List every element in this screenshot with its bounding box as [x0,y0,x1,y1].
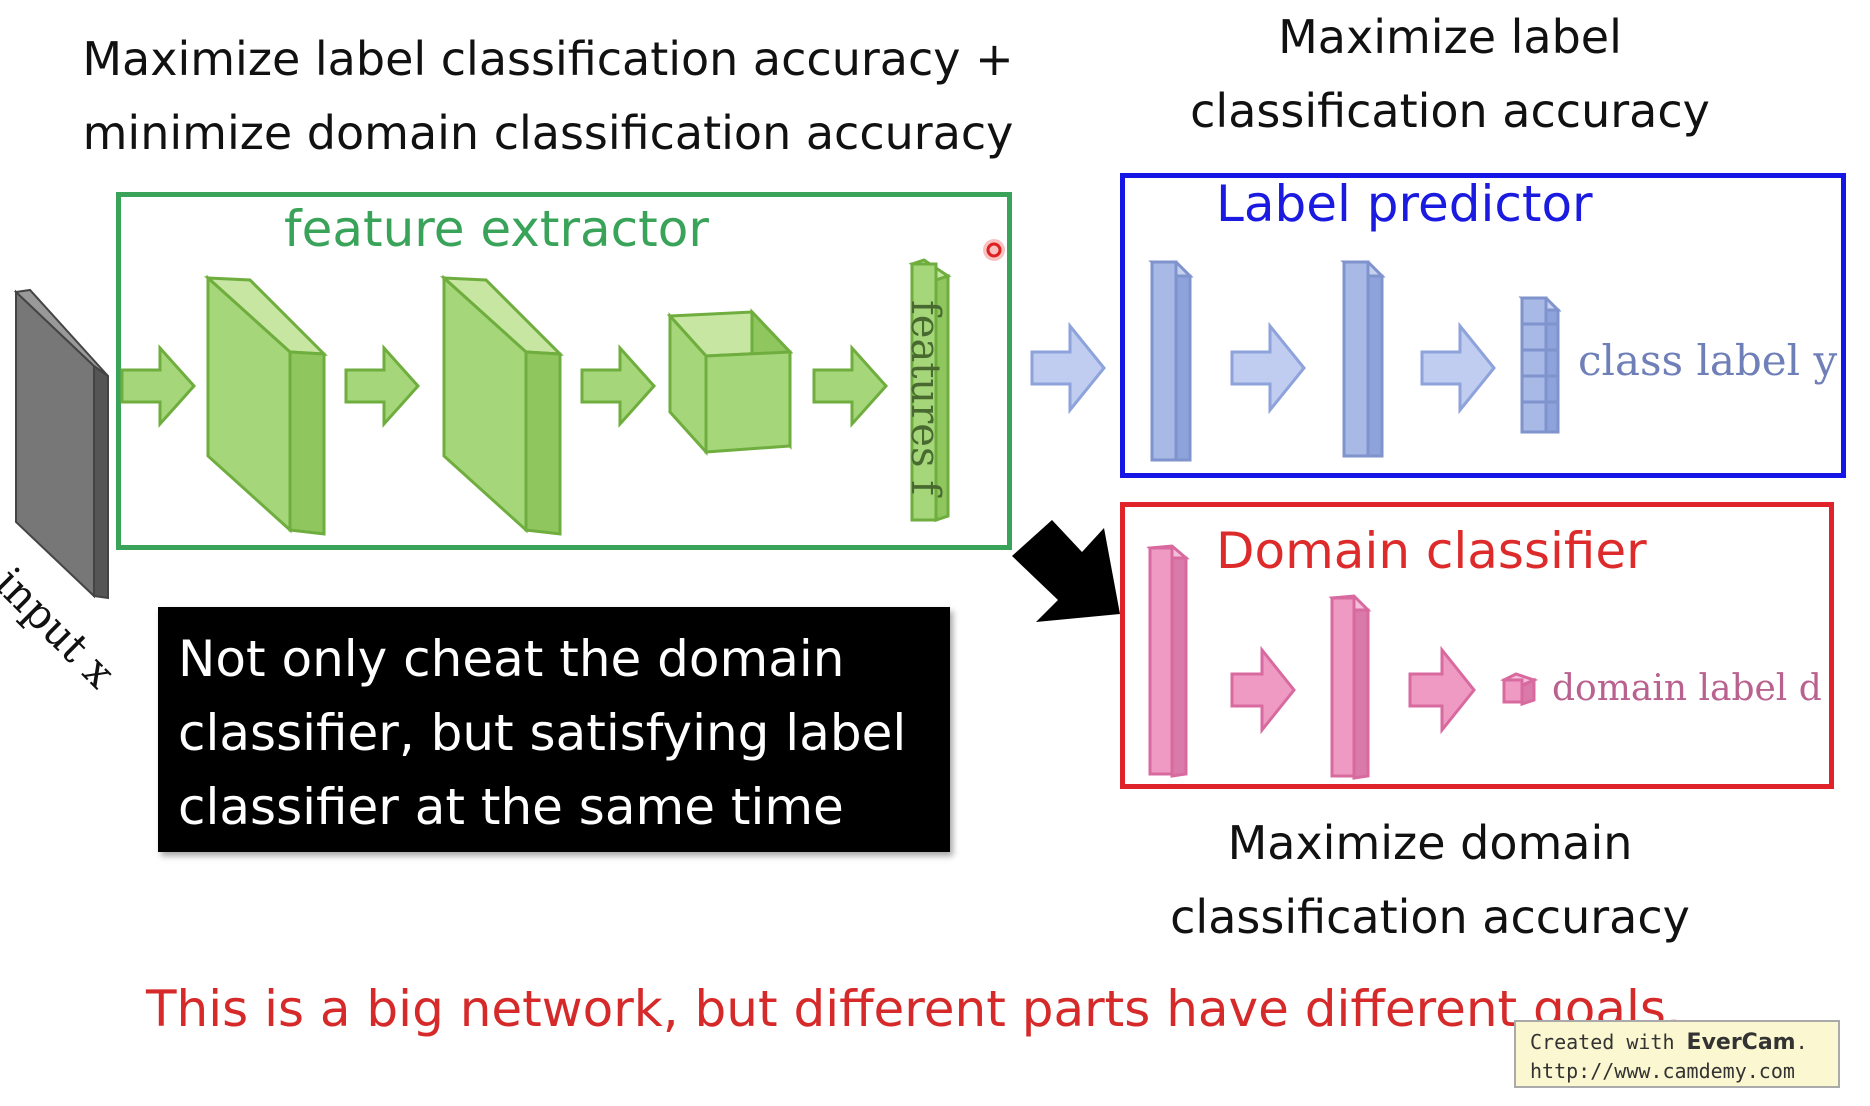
conv-layer-2 [439,274,564,536]
domain-label-text: domain label d [1552,668,1822,709]
arrow-icon [812,344,889,428]
arrow-icon [120,344,197,428]
label-predictor-box [1120,173,1846,478]
input-image-slab [13,288,109,600]
bottom-caption: This is a big network, but different par… [146,980,1682,1038]
class-output-layer [1518,296,1562,434]
conv-layer-1 [203,274,328,536]
domain-output-layer [1500,672,1539,707]
label-predictor-title: Label predictor [1216,175,1593,233]
class-label-text: class label y [1578,336,1838,385]
arrow-icon [1230,321,1306,415]
cursor-marker-icon [983,239,1005,261]
feature-extractor-box [116,192,1012,550]
arrow-icon [344,344,421,428]
evercam-watermark: Created with EverCam. http://www.camdemy… [1514,1020,1840,1088]
top-left-line-2: minimize domain classification accuracy [82,106,1014,160]
arrow-icon [1230,645,1296,735]
arrow-icon [580,344,657,428]
bottom-right-caption: Maximize domain classification accuracy [1130,806,1730,954]
top-right-caption: Maximize label classification accuracy [1150,0,1750,148]
label-layer-2 [1340,260,1386,458]
domain-layer-1 [1146,544,1190,778]
conv-layer-3 [666,308,794,456]
watermark-line-2: http://www.camdemy.com [1530,1059,1795,1083]
bottom-right-line-2: classification accuracy [1170,890,1690,944]
feature-extractor-title: feature extractor [284,200,709,258]
domain-layer-2 [1328,594,1372,780]
top-right-line-2: classification accuracy [1190,84,1710,138]
domain-classifier-title: Domain classifier [1216,522,1647,580]
note-box [158,607,950,852]
features-label-text: features f [902,300,948,495]
arrow-icon [1420,321,1496,415]
label-layer-1 [1148,260,1194,462]
top-left-line-1: Maximize label classification accuracy + [82,32,1014,86]
black-arrow-icon [1012,520,1120,622]
note-text: Not only cheat the domain classifier, bu… [178,630,907,836]
features-layer [908,258,952,523]
domain-classifier-box [1120,502,1834,789]
arrow-icon [1030,321,1106,415]
top-right-line-1: Maximize label [1278,10,1622,64]
top-left-caption: Maximize label classification accuracy +… [48,22,1048,170]
watermark-line-1: Created with EverCam. [1530,1030,1808,1055]
bottom-right-line-1: Maximize domain [1227,816,1633,870]
arrow-icon [1408,645,1476,735]
